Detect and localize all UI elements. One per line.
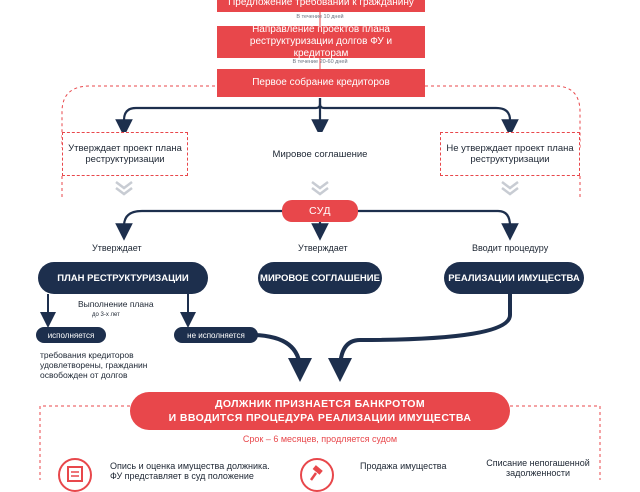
option-reject-plan-label: Не утверждает проект плана реструктуриза… [446,143,574,165]
step-send-drafts: Направление проектов плана реструктуриза… [217,24,425,59]
status-done-label: исполняется [47,330,95,340]
bankrupt-banner: ДОЛЖНИК ПРИЗНАЕТСЯ БАНКРОТОМ И ВВОДИТСЯ … [130,392,510,430]
step-send-drafts-label: Направление проектов плана реструктуриза… [249,24,393,59]
outcome-property-sale-label: РЕАЛИЗАЦИИ ИМУЩЕСТВА [448,272,580,284]
bottom-col1: Опись и оценка имущества должника. ФУ пр… [110,461,270,481]
step-first-meeting: Первое собрание кредиторов [217,69,425,97]
arrow-left-option [115,98,322,137]
arrow-court-left [115,209,282,241]
court-node: СУД [282,200,358,222]
term-note: Срок – 6 месяцев, продляется судом [242,434,398,444]
option-approve-plan-label: Утверждает проект плана реструктуризации [68,143,182,165]
plan-exec-result: требования кредиторов удовлетворены, гра… [40,350,148,380]
dashed-branch-curve [61,85,215,148]
outcome-settlement: МИРОВОЕ СОГЛАШЕНИЕ [258,262,382,294]
note-20-60-days: В течение 20-60 дней [292,59,348,65]
restructuring-flowchart: Предложение требований к гражданину В те… [36,0,601,492]
arrow-right-option [318,103,519,137]
status-not-done-label: не исполняется [187,330,245,340]
option-approve-plan: Утверждает проект плана реструктуризации [62,132,188,176]
outcome-settlement-label: МИРОВОЕ СОГЛАШЕНИЕ [260,272,380,284]
option-settlement: Мировое соглашение [258,132,382,176]
status-done: исполняется [36,327,106,343]
document-icon-glyph [67,466,83,482]
connector-lines [39,12,601,480]
option-reject-plan: Не утверждает проект плана реструктуриза… [440,132,580,176]
gavel-icon-glyph [309,465,323,481]
status-not-done: не исполняется [174,327,258,343]
bankrupt-line1: ДОЛЖНИК ПРИЗНАЕТСЯ БАНКРОТОМ [214,398,425,410]
outcome-restructuring-plan: ПЛАН РЕСТРУКТУРИЗАЦИИ [38,262,208,294]
plan-exec-title: Выполнение плана [78,299,154,309]
chevrons-right [501,181,519,196]
decision-middle: Утверждает [298,243,348,253]
note-10-days: В течение 10 дней [296,14,344,20]
outcome-property-sale: РЕАЛИЗАЦИИ ИМУЩЕСТВА [444,262,584,294]
step-first-meeting-label: Первое собрание кредиторов [252,77,390,88]
step-requirements-label: Предложение требований к гражданину [228,0,414,8]
option-settlement-label: Мировое соглашение [272,148,368,160]
document-icon [58,458,92,492]
chevrons-middle [311,181,329,196]
bankrupt-line2: И ВВОДИТСЯ ПРОЦЕДУРА РЕАЛИЗАЦИИ ИМУЩЕСТВ… [168,412,472,424]
arrow-court-right [358,209,519,241]
bottom-col2: Продажа имущества [360,461,447,471]
step-requirements: Предложение требований к гражданину [217,0,425,12]
chevrons-left [115,181,133,196]
gavel-icon [300,458,334,492]
arrow-not-done-to-bankrupt [249,333,312,382]
outcome-restructuring-plan-label: ПЛАН РЕСТРУКТУРИЗАЦИИ [57,272,189,284]
arrow-sale-to-bankrupt [328,294,512,382]
court-label: СУД [308,205,332,217]
plan-exec-period: до 3-х лет [92,312,120,318]
decision-left: Утверждает [92,243,142,253]
bottom-col3: Списание непогашенной задолженности [486,458,590,478]
decision-right: Вводит процедуру [472,243,549,253]
